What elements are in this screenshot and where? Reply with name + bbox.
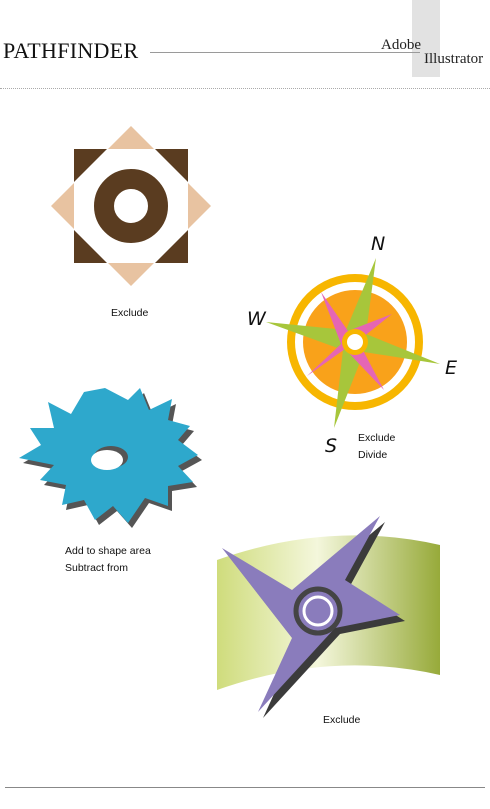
brand-line-1: Adobe [381, 37, 421, 53]
page-title: PATHFINDER [3, 38, 139, 63]
star-body [222, 516, 400, 712]
compass-caption-line-2: Divide [358, 449, 388, 461]
star-ring-inner [302, 595, 334, 627]
gear-hole [91, 450, 123, 470]
compass-west-label: W [247, 308, 267, 330]
star-banner-figure [217, 516, 440, 718]
footer-rule [5, 787, 485, 788]
dotted-divider [0, 88, 490, 89]
gear-caption-line-1: Add to shape area [65, 545, 151, 557]
compass-south-label: S [325, 435, 337, 457]
star-banner-caption: Exclude [323, 714, 361, 726]
compass-outer-ring [287, 274, 423, 410]
header-tab [412, 0, 440, 77]
square-caption: Exclude [111, 307, 149, 319]
square-diamond-figure [51, 126, 211, 286]
compass-east-label: E [445, 357, 457, 379]
brand-line-2: Illustrator [424, 51, 484, 67]
title-rule [150, 52, 420, 53]
compass-center [347, 334, 363, 350]
compass-caption-line-1: Exclude [358, 432, 396, 444]
gear-figure [19, 388, 202, 528]
white-octagon [74, 149, 188, 263]
compass-figure: N W E S [247, 233, 457, 457]
star-ring-outer [293, 586, 343, 636]
compass-north-label: N [371, 233, 385, 255]
gear-caption-line-2: Subtract from [65, 562, 129, 574]
brown-ring [94, 169, 168, 243]
